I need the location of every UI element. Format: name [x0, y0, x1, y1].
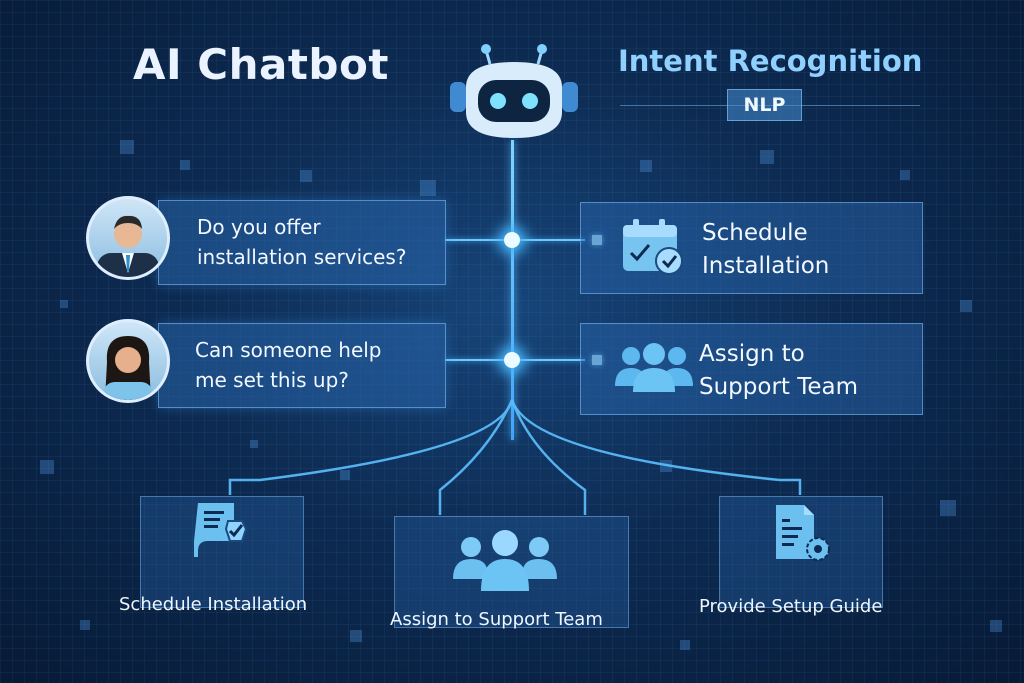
intent-assign-support-team: Assign to Support Team — [580, 323, 923, 415]
intent-label: Installation — [702, 253, 830, 279]
connector-node — [504, 352, 520, 368]
intent-schedule-installation: Schedule Installation — [580, 202, 923, 294]
message-text: me set this up? — [195, 368, 349, 392]
calendar-check-icon — [623, 219, 683, 275]
intent-label: Schedule — [702, 220, 808, 246]
connector-spine — [511, 140, 514, 440]
action-label: Provide Setup Guide — [699, 596, 883, 617]
team-icon — [453, 530, 557, 591]
intent-label: Support Team — [699, 374, 859, 400]
male-user-avatar — [86, 196, 170, 280]
document-check-icon — [194, 503, 248, 557]
action-card-provide-setup-guide — [719, 496, 883, 608]
action-card-schedule-installation — [140, 496, 304, 608]
message-text: installation services? — [197, 245, 407, 269]
connector-node — [504, 232, 520, 248]
team-icon — [615, 343, 693, 392]
female-user-avatar — [86, 319, 170, 403]
message-text: Do you offer — [197, 215, 321, 239]
intent-label: Assign to — [699, 341, 805, 367]
action-label: Assign to Support Team — [390, 609, 603, 630]
nlp-badge: NLP — [727, 89, 802, 121]
user-message-bubble: Do you offer installation services? — [158, 200, 446, 285]
intent-recognition-heading: Intent Recognition — [618, 44, 923, 78]
user-message-bubble: Can someone help me set this up? — [158, 323, 446, 408]
robot-icon — [450, 44, 578, 138]
page-title: AI Chatbot — [133, 40, 389, 89]
message-text: Can someone help — [195, 338, 382, 362]
document-gear-icon — [776, 505, 830, 561]
action-card-assign-support-team — [394, 516, 629, 628]
action-label: Schedule Installation — [119, 594, 308, 615]
